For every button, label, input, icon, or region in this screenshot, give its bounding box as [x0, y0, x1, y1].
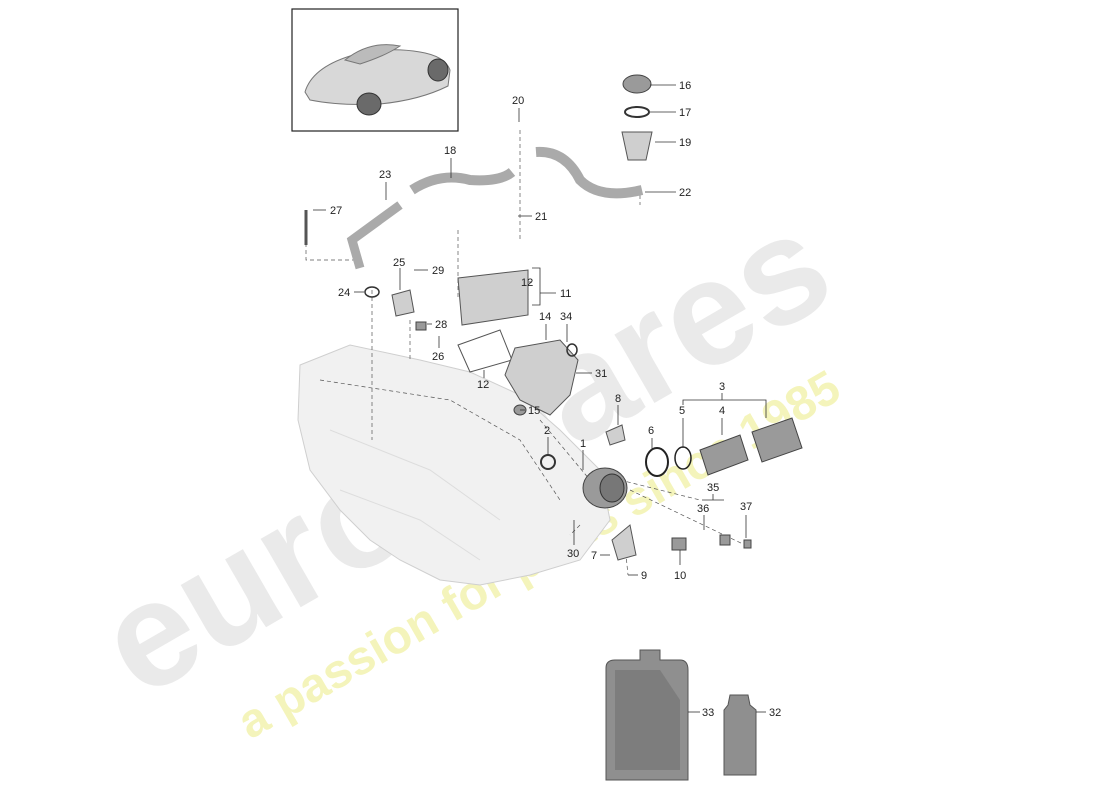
callout-2: 2 [544, 425, 550, 437]
callout-23: 23 [379, 169, 391, 181]
bracket-7-shape [611, 524, 637, 561]
callout-27: 27 [330, 205, 342, 217]
o-ring-6-shape [645, 447, 669, 477]
car-thumbnail [291, 8, 459, 132]
callout-7: 7 [591, 550, 597, 562]
callout-32: 32 [769, 707, 781, 719]
callout-8: 8 [615, 393, 621, 405]
seal-ring-shape [624, 106, 650, 118]
leader-lines [313, 84, 767, 713]
callout-22: 22 [679, 187, 691, 199]
engine-block [297, 344, 611, 586]
callout-31: 31 [595, 368, 607, 380]
callout-20: 20 [512, 95, 524, 107]
callout-14: 14 [539, 311, 551, 323]
callout-29: 29 [432, 265, 444, 277]
callout-34: 34 [560, 311, 572, 323]
filter-element-shape [699, 434, 749, 476]
part-shapes [304, 74, 803, 781]
callout-4: 4 [719, 405, 725, 417]
screw-28-shape [415, 321, 427, 331]
callout-36: 36 [697, 503, 709, 515]
filter-canister-shape [751, 417, 803, 463]
oil-hose-shape [535, 146, 644, 199]
oil-bottle-small-shape [723, 694, 757, 776]
callout-12a: 12 [521, 277, 533, 289]
plug-34-shape [566, 343, 578, 357]
breather-hose-shape [409, 167, 516, 195]
callout-21: 21 [535, 211, 547, 223]
callout-labels: 16 17 19 22 20 18 23 27 21 25 29 24 12 1… [330, 80, 781, 719]
callout-28: 28 [435, 319, 447, 331]
callout-10: 10 [674, 570, 686, 582]
callout-3: 3 [719, 381, 725, 393]
callout-37: 37 [740, 501, 752, 513]
filler-neck-shape [621, 131, 653, 161]
callout-15: 15 [528, 405, 540, 417]
callout-9: 9 [641, 570, 647, 582]
callout-26: 26 [432, 351, 444, 363]
callout-30: 30 [567, 548, 579, 560]
callout-11: 11 [560, 288, 571, 300]
sensor-shape [391, 289, 415, 317]
callout-35: 35 [707, 482, 719, 494]
callout-18: 18 [444, 145, 456, 157]
oil-cooler-shape [457, 269, 529, 326]
callout-5: 5 [679, 405, 685, 417]
callout-25: 25 [393, 257, 405, 269]
callout-33: 33 [702, 707, 714, 719]
callout-16: 16 [679, 80, 691, 92]
callout-19: 19 [679, 137, 691, 149]
oil-cap-shape [622, 74, 652, 94]
bracket-shape [605, 424, 626, 446]
filter-housing-shape [504, 339, 579, 416]
callout-6: 6 [648, 425, 654, 437]
callout-1: 1 [580, 438, 586, 450]
callout-17: 17 [679, 107, 691, 119]
gasket-24-shape [364, 286, 380, 298]
plug-37-shape [743, 539, 752, 549]
sensor-10-shape [671, 537, 687, 551]
callout-12b: 12 [477, 379, 489, 391]
sensor-36-shape [719, 534, 731, 546]
callout-24: 24 [338, 287, 350, 299]
pipe-shape [346, 201, 403, 270]
